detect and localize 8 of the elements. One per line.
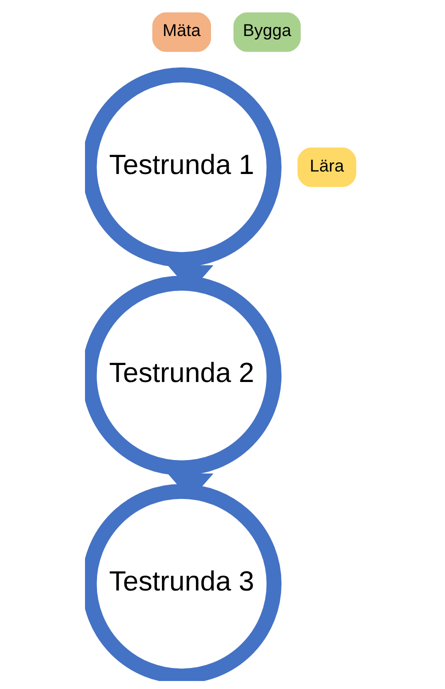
node-circle: Testrunda 1 xyxy=(85,67,282,268)
node-circle: Testrunda 3 xyxy=(85,484,282,681)
node-box: Lära xyxy=(298,147,356,187)
arrow xyxy=(168,265,214,292)
node-circle: Testrunda 2 xyxy=(85,276,282,476)
arrow xyxy=(168,473,214,500)
node-box: Bygga xyxy=(233,12,301,52)
node-box: Mäta xyxy=(152,12,212,52)
